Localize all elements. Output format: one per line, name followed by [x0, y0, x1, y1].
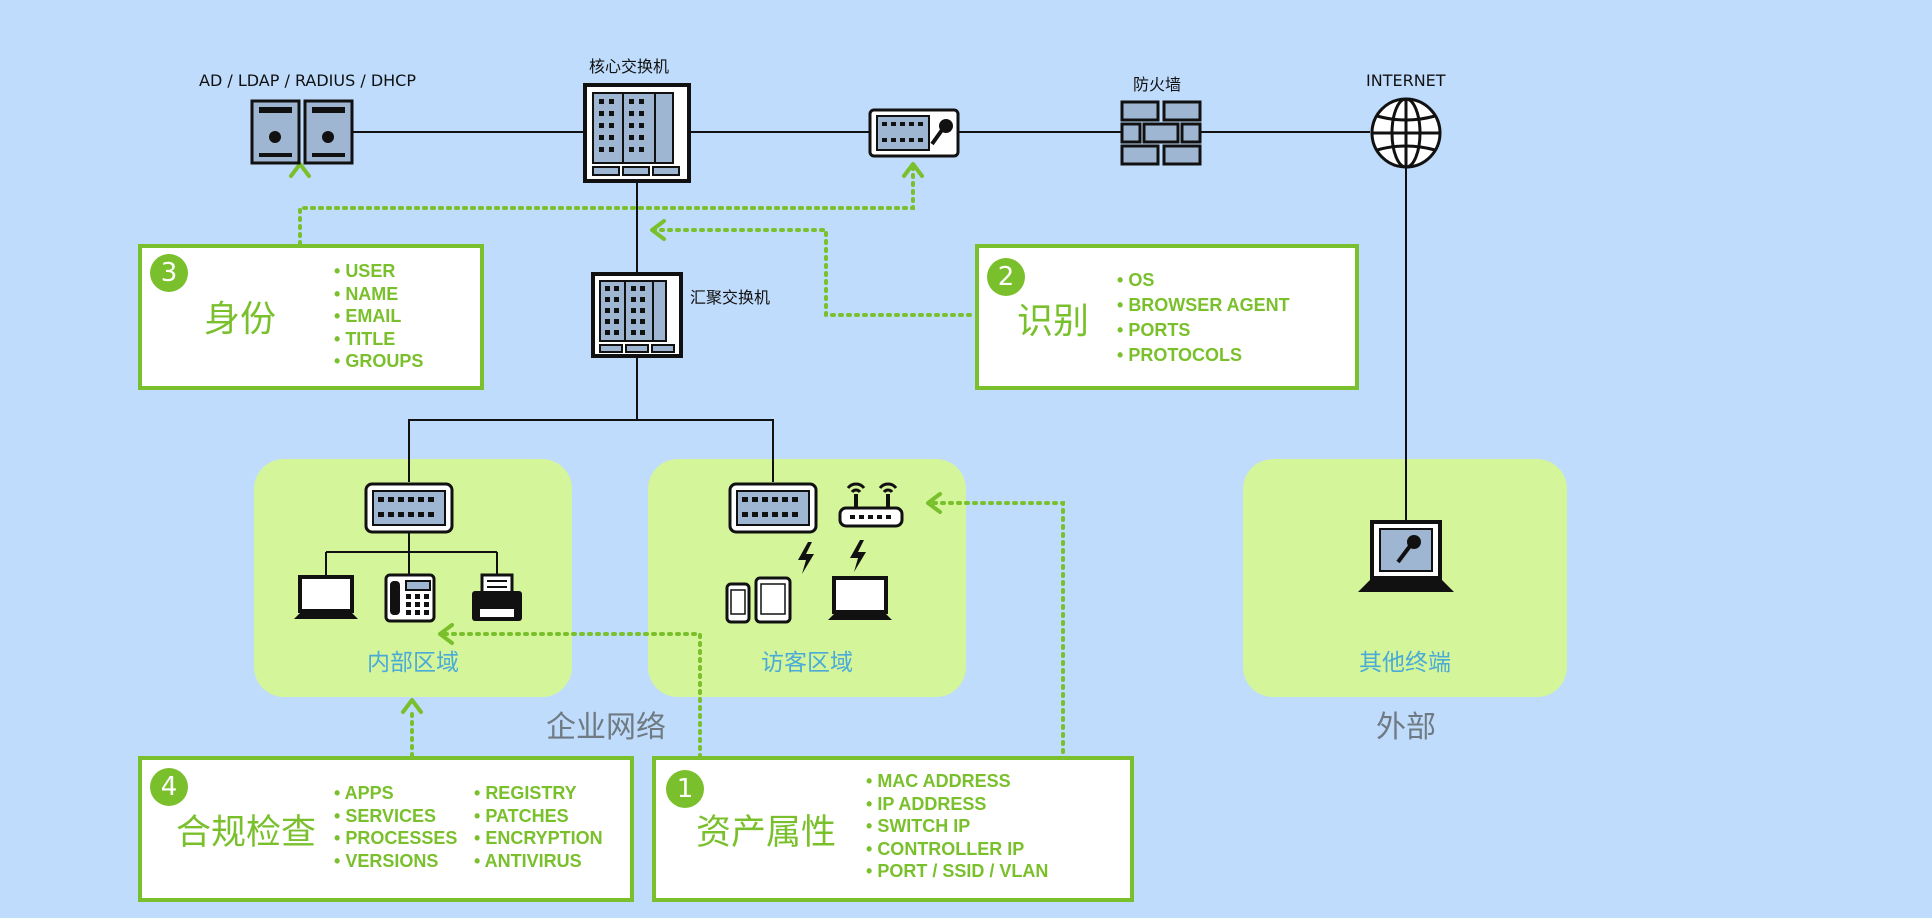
- compliance-attribute-list-2: REGISTRY PATCHES ENCRYPTION ANTIVIRUS: [474, 782, 603, 872]
- link-to-guest-switch: [637, 419, 774, 482]
- wireless-router-icon: [838, 482, 904, 528]
- asset-attribute-list: MAC ADDRESS IP ADDRESS SWITCH IP CONTROL…: [866, 770, 1048, 883]
- arrow-to-internal: [401, 698, 423, 714]
- lightning-icon: [798, 542, 814, 574]
- server-icon: [250, 99, 354, 165]
- identity-attribute-list: USER NAME EMAIL TITLE GROUPS: [334, 260, 423, 373]
- step-badge: 1: [666, 770, 704, 808]
- step-badge: 4: [150, 768, 188, 806]
- list-item: CONTROLLER IP: [866, 838, 1048, 861]
- list-item: ANTIVIRUS: [474, 850, 603, 873]
- lightning-icon: [850, 540, 866, 572]
- printer-icon: [472, 573, 522, 621]
- recognition-attribute-list: OS BROWSER AGENT PORTS PROTOCOLS: [1117, 268, 1290, 368]
- list-item: EMAIL: [334, 305, 423, 328]
- list-item: VERSIONS: [334, 850, 457, 873]
- list-item: SWITCH IP: [866, 815, 1048, 838]
- arrow-to-nac: [902, 162, 924, 178]
- internet-label: INTERNET: [1366, 71, 1446, 90]
- core-switch-label: 核心交换机: [589, 57, 670, 76]
- nac-appliance-icon: [868, 108, 960, 158]
- other-endpoints-zone-label: 其他终端: [1359, 650, 1451, 676]
- identity-box: 3 身份 USER NAME EMAIL TITLE GROUPS: [138, 244, 484, 390]
- list-item: ENCRYPTION: [474, 827, 602, 850]
- arrow-to-servers: [289, 162, 311, 178]
- asset-attributes-box: 1 资产属性 MAC ADDRESS IP ADDRESS SWITCH IP …: [652, 756, 1134, 902]
- aggregation-switch-icon: [591, 272, 683, 358]
- list-item: NAME: [334, 283, 423, 306]
- list-item: MAC ADDRESS: [866, 770, 1048, 793]
- core-switch-icon: [583, 83, 691, 183]
- compliance-title: 合规检查: [176, 813, 317, 853]
- flow-identity: [298, 160, 915, 246]
- list-item: APPS: [334, 782, 457, 805]
- recognition-box: 2 识别 OS BROWSER AGENT PORTS PROTOCOLS: [975, 244, 1359, 390]
- flow-recognition: [650, 228, 972, 317]
- list-item: USER: [334, 260, 423, 283]
- guest-zone-label: 访客区域: [761, 650, 853, 676]
- arrow-to-router: [926, 492, 942, 514]
- secure-terminal-icon: [1358, 520, 1454, 592]
- asset-attributes-title: 资产属性: [696, 813, 837, 853]
- list-item: SERVICES: [334, 805, 457, 828]
- arrow-to-core-line: [650, 219, 666, 241]
- firewall-label: 防火墙: [1133, 75, 1182, 94]
- list-item: PORTS: [1117, 318, 1290, 343]
- ip-phone-icon: [384, 573, 436, 623]
- list-item: OS: [1117, 268, 1290, 293]
- laptop-icon: [294, 575, 358, 619]
- internal-zone-label: 内部区域: [367, 650, 459, 676]
- firewall-icon: [1120, 100, 1202, 166]
- external-label: 外部: [1376, 710, 1436, 745]
- aggregation-switch-label: 汇聚交换机: [690, 288, 771, 307]
- guest-laptop-icon: [828, 576, 892, 620]
- access-switch-icon: [364, 482, 454, 534]
- identity-title: 身份: [204, 299, 277, 340]
- recognition-title: 识别: [1017, 301, 1090, 342]
- tablet-icon: [725, 576, 792, 624]
- link-to-internal-switch: [408, 419, 637, 482]
- list-item: IP ADDRESS: [866, 793, 1048, 816]
- list-item: PATCHES: [474, 805, 603, 828]
- globe-icon: [1370, 97, 1442, 169]
- enterprise-network-label: 企业网络: [546, 710, 666, 745]
- flow-assets-internal: [438, 632, 702, 767]
- list-item: REGISTRY: [474, 782, 603, 805]
- arrow-to-internal-zone: [438, 623, 454, 645]
- list-item: PROCESSES: [334, 827, 457, 850]
- compliance-box: 4 合规检查 APPS SERVICES PROCESSES VERSIONS …: [138, 756, 634, 902]
- compliance-attribute-list-1: APPS SERVICES PROCESSES VERSIONS: [334, 782, 458, 873]
- list-item: BROWSER AGENT: [1117, 293, 1289, 318]
- list-item: GROUPS: [334, 350, 423, 373]
- step-badge: 2: [987, 258, 1025, 296]
- list-item: PROTOCOLS: [1117, 343, 1290, 368]
- list-item: PORT / SSID / VLAN: [866, 860, 1048, 883]
- step-badge: 3: [150, 254, 188, 292]
- flow-assets-guest: [926, 501, 1065, 754]
- list-item: TITLE: [334, 328, 423, 351]
- guest-access-switch-icon: [728, 482, 818, 534]
- servers-label: AD / LDAP / RADIUS / DHCP: [199, 71, 416, 90]
